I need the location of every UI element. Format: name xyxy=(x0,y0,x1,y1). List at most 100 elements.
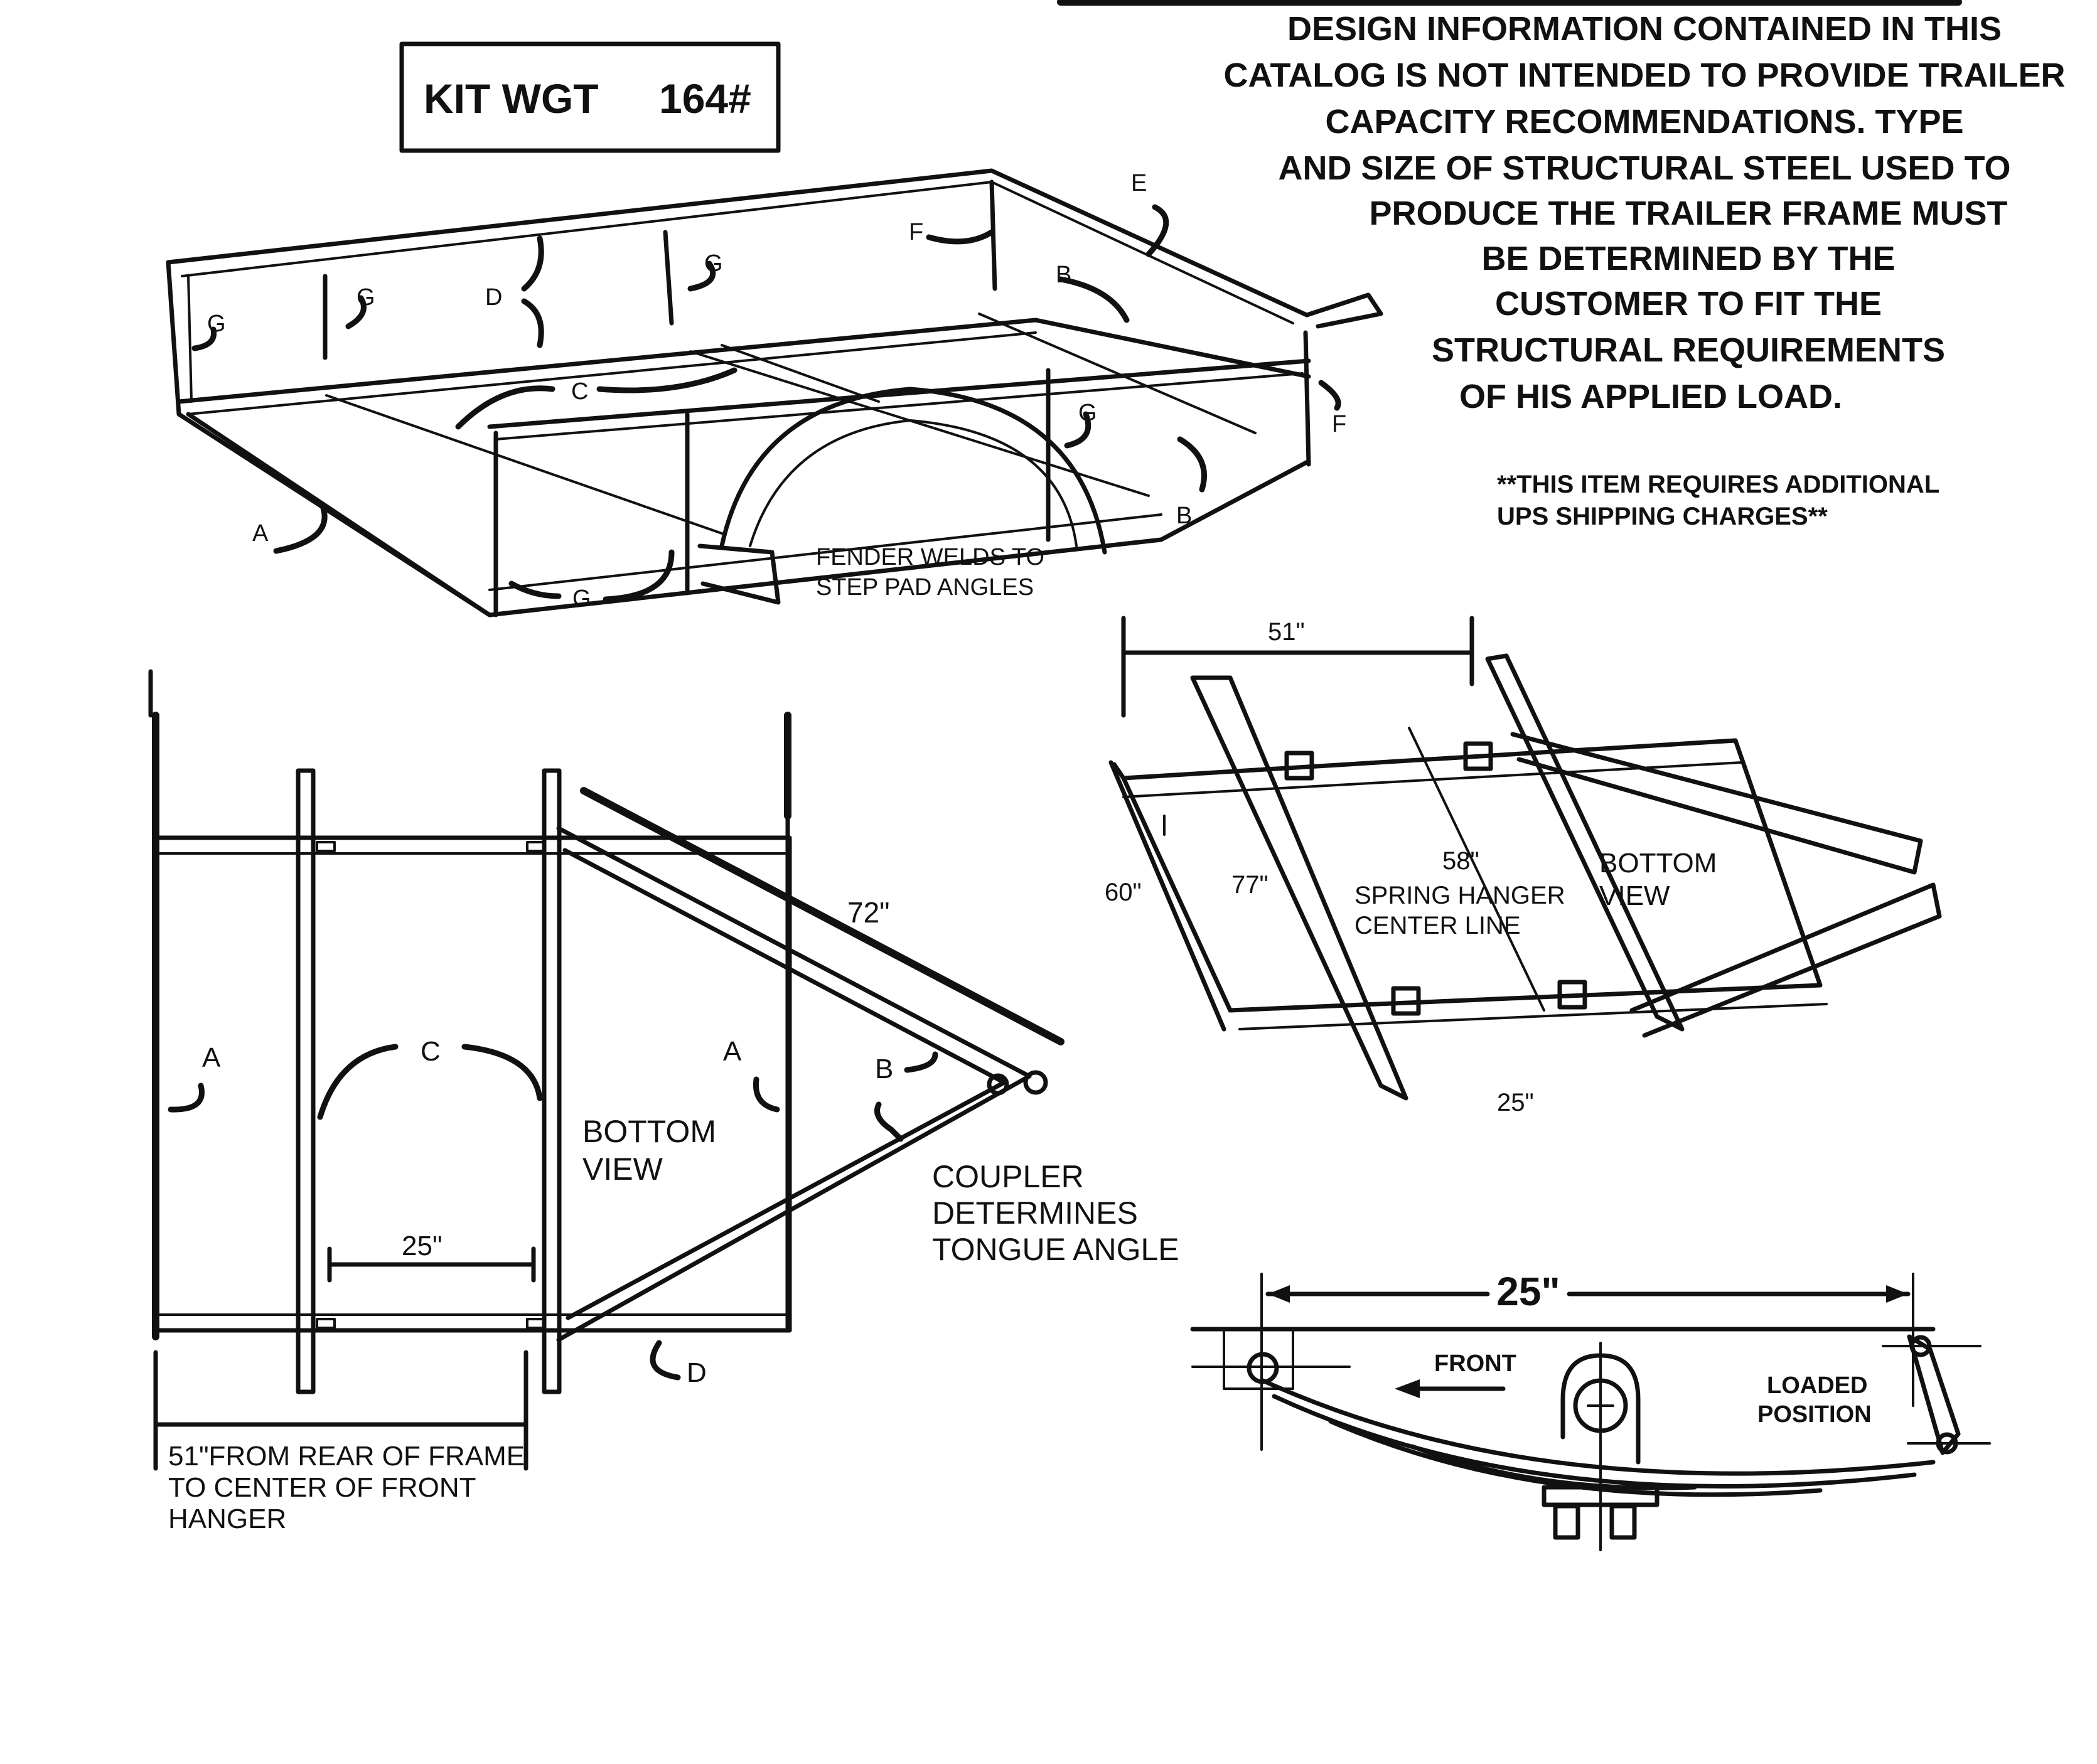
plan-view-title-line-1: BOTTOM xyxy=(582,1114,716,1149)
plan-hanger-2 xyxy=(526,841,546,852)
disclaimer-line-2: CATALOG IS NOT INTENDED TO PROVIDE TRAIL… xyxy=(1223,56,2065,94)
perspective-label-a: A xyxy=(252,520,269,547)
plan-hanger-3 xyxy=(316,1318,336,1329)
perspective-label-b2: B xyxy=(1176,503,1192,529)
persp-dim-25-text: 25" xyxy=(1497,1089,1534,1116)
persp-hanger-1 xyxy=(1284,751,1314,781)
plan-leader-b-upper xyxy=(904,1051,938,1073)
rear-top-rail xyxy=(166,168,1309,318)
bottom-view-plan: 72" 25" 51"FROM REAR OF FRAME TO CENTER … xyxy=(148,669,1179,1534)
leaf-spring-detail: 25" FRONT LOADED POSITION xyxy=(1190,1269,1991,1551)
kit-weight-frame xyxy=(399,41,781,153)
spring-dim-text: 25" xyxy=(1496,1269,1560,1314)
disclaimer-line-8: STRUCTURAL REQUIREMENTS xyxy=(1432,331,1945,369)
leader-d-lower xyxy=(521,298,544,348)
perspective-label-e: E xyxy=(1131,170,1147,196)
plan-axle-member-1 xyxy=(296,768,316,1394)
floor-cross-members xyxy=(325,313,1257,535)
leader-f1 xyxy=(926,229,995,245)
near-bottom-rail xyxy=(186,412,1311,617)
perspective-label-d: D xyxy=(485,284,502,311)
leader-e xyxy=(1145,204,1169,257)
plan-leader-a1 xyxy=(168,1082,205,1113)
spring-leaf-2 xyxy=(1272,1394,1917,1489)
fender-outer xyxy=(719,387,1107,555)
fender-note-line-1: FENDER WELDS TO xyxy=(816,544,1044,570)
persp-hanger-centerline xyxy=(1408,727,1545,1012)
plan-dim-72-line xyxy=(580,787,1065,1045)
persp-dim-60-text: 60" xyxy=(1105,879,1142,906)
front-top-rail xyxy=(176,318,1311,404)
perspective-label-g2: G xyxy=(357,284,375,311)
near-top-rail-inner xyxy=(495,372,1304,441)
upright-2 xyxy=(663,230,674,326)
plan-label-d: D xyxy=(687,1357,707,1388)
plan-leader-c-right xyxy=(461,1044,543,1101)
leader-b1 xyxy=(1058,276,1130,323)
leader-g4 xyxy=(1064,411,1091,449)
persp-dim-77-text: 77" xyxy=(1231,871,1268,899)
perspective-label-g1: G xyxy=(207,311,226,337)
disclaimer-line-4: AND SIZE OF STRUCTURAL STEEL USED TO xyxy=(1278,149,2010,187)
leader-d-upper xyxy=(521,235,544,292)
spring-leaf-3 xyxy=(1328,1419,1823,1497)
fender-note-line-2: STEP PAD ANGLES xyxy=(816,574,1034,601)
leader-c-left xyxy=(455,385,555,430)
plan-coupler-bolt xyxy=(987,1073,1009,1096)
plan-hanger-1 xyxy=(316,841,336,852)
spring-front-label: FRONT xyxy=(1434,1350,1516,1377)
persp-tongue-upper xyxy=(1510,732,1923,875)
plan-rear-note-line-2: TO CENTER OF FRONT xyxy=(168,1472,476,1503)
left-end-post-inner xyxy=(187,275,193,403)
shipping-note: **THIS ITEM REQUIRES ADDITIONAL UPS SHIP… xyxy=(1497,471,1939,530)
shipping-note-line-2: UPS SHIPPING CHARGES** xyxy=(1497,503,1828,530)
persp-hanger-4 xyxy=(1557,980,1587,1010)
leader-g2 xyxy=(345,295,367,329)
perspective-trailer-view: A B B C D E F F G G G G G FENDER WELDS T… xyxy=(166,168,1383,617)
spring-nut-left xyxy=(1553,1504,1580,1540)
leader-g3 xyxy=(687,260,716,292)
perspective-label-f1: F xyxy=(909,219,923,245)
plan-dim-25-text: 25" xyxy=(402,1231,442,1261)
kit-weight-label: KIT WGT xyxy=(424,75,599,122)
plan-label-b: B xyxy=(875,1054,893,1084)
plan-leader-b-lower xyxy=(874,1101,904,1142)
plan-axle-member-2 xyxy=(542,768,562,1394)
kit-weight-box: KIT WGT 164# xyxy=(399,41,781,153)
fender-inner xyxy=(749,419,1078,547)
persp-dim-58-text: 58" xyxy=(1442,847,1479,875)
persp-axle-member-1 xyxy=(1190,675,1408,1101)
perspective-label-b1: B xyxy=(1056,262,1071,288)
plan-label-a2: A xyxy=(723,1036,742,1067)
leader-g5 xyxy=(508,549,675,602)
persp-view-title-line-1: BOTTOM xyxy=(1599,848,1717,879)
leader-f2 xyxy=(1318,380,1341,411)
coupler-note-line-2: DETERMINES xyxy=(932,1195,1138,1231)
perspective-label-g3: G xyxy=(704,250,723,277)
perspective-label-g5: G xyxy=(572,585,591,612)
plan-frame xyxy=(153,835,792,1333)
leader-g1 xyxy=(191,326,217,351)
near-top-rail xyxy=(487,358,1311,429)
shipping-note-line-1: **THIS ITEM REQUIRES ADDITIONAL xyxy=(1497,471,1939,498)
leader-b2 xyxy=(1177,436,1207,493)
leader-a xyxy=(273,505,328,554)
persp-view-title-line-2: VIEW xyxy=(1599,880,1670,911)
plan-view-title-line-2: VIEW xyxy=(582,1152,663,1187)
disclaimer-line-9: OF HIS APPLIED LOAD. xyxy=(1459,378,1842,415)
plan-leader-a2 xyxy=(753,1076,780,1113)
plan-leader-d xyxy=(650,1340,681,1381)
persp-dim-51-text: 51" xyxy=(1268,618,1305,646)
upright-3 xyxy=(989,179,997,291)
persp-hanger-2 xyxy=(1463,741,1493,771)
persp-frame xyxy=(1112,738,1823,1013)
coupler-tongue xyxy=(1304,292,1383,329)
persp-spring-note-line-1: SPRING HANGER xyxy=(1354,882,1565,909)
rear-top-rail-inner xyxy=(181,181,1294,324)
spring-dim-arrow-right xyxy=(1886,1285,1908,1303)
disclaimer-line-5: PRODUCE THE TRAILER FRAME MUST xyxy=(1370,195,2008,232)
plan-label-a1: A xyxy=(202,1042,221,1073)
step-pad-angle xyxy=(697,543,781,605)
plan-rear-note-line-1: 51"FROM REAR OF FRAME xyxy=(168,1441,525,1472)
